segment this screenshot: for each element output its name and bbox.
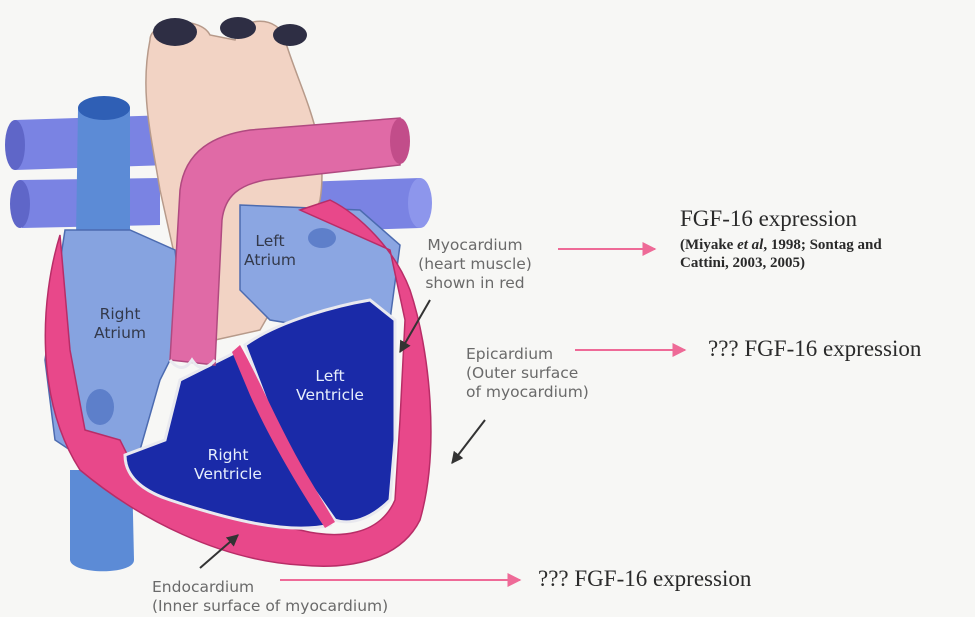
myocardium-label: Myocardium(heart muscle)shown in red (410, 236, 540, 293)
myocardium-annotation-title: FGF-16 expression (680, 206, 857, 232)
left-atrium-opening (308, 228, 336, 248)
epicardium-annotation: ??? FGF-16 expression (708, 336, 921, 362)
right-atrium-opening (86, 389, 114, 425)
pulmonary-artery-opening (390, 118, 410, 164)
myocardium-annotation-citation: (Miyake et al, 1998; Sontag and Cattini,… (680, 236, 882, 272)
epicardium-pointer (452, 420, 485, 463)
endocardium-label: Endocardium(Inner surface of myocardium) (152, 578, 388, 616)
endocardium-annotation: ??? FGF-16 expression (538, 566, 751, 592)
